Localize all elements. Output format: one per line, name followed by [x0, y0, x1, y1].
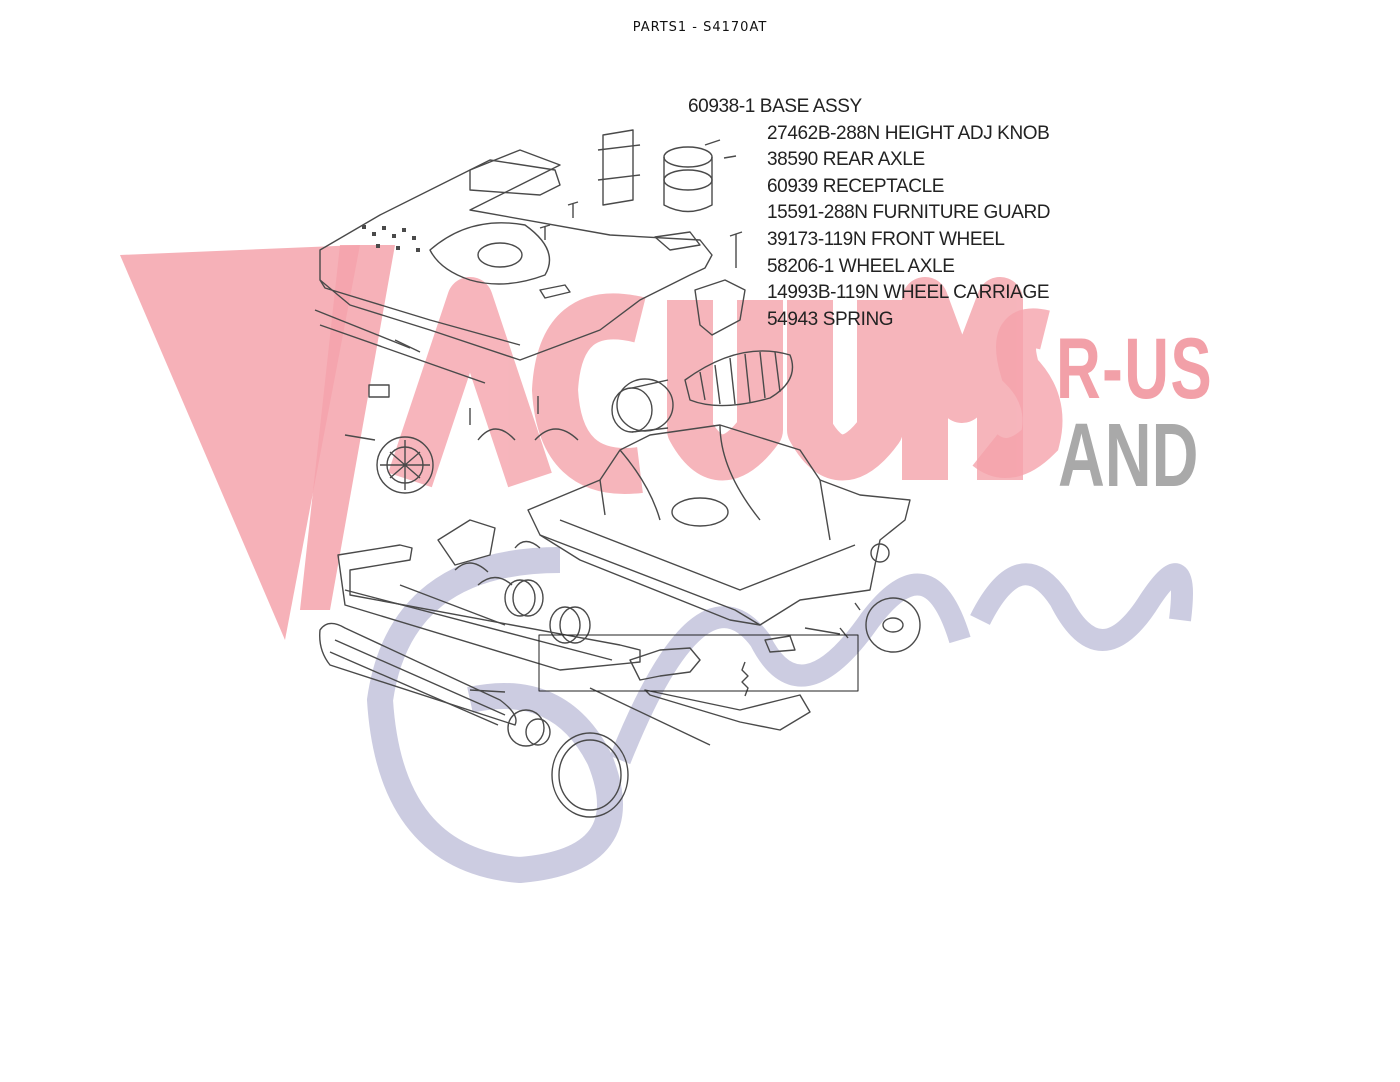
parts-list: 60938-1 BASE ASSY 27462B-288N HEIGHT ADJ…: [688, 95, 1051, 334]
page-title: PARTS1 - S4170AT: [632, 20, 768, 35]
part-item: 38590 REAR AXLE: [767, 149, 925, 171]
part-item: 54943 SPRING: [767, 308, 894, 330]
hose-spring: [684, 350, 794, 407]
screws: [469, 139, 743, 425]
receptacle-parts: [597, 129, 713, 213]
part-item: 60938-1 BASE ASSY: [688, 96, 862, 117]
watermark-and: AND: [1058, 406, 1199, 506]
connector-ring: [611, 378, 674, 433]
part-item: 60939 RECEPTACLE: [767, 175, 945, 197]
part-item: 58206-1 WHEEL AXLE: [767, 255, 955, 277]
furniture-guard: [337, 544, 641, 671]
hood-cover: [319, 149, 713, 361]
brushroll-belt: [319, 622, 629, 818]
watermark-rus: R-US: [1056, 321, 1214, 417]
part-item: 15591-288N FURNITURE GUARD: [767, 202, 1051, 224]
part-item: 27462B-288N HEIGHT ADJ KNOB: [767, 122, 1050, 144]
wheel-carriage: [589, 647, 811, 746]
base-housing: [527, 424, 911, 626]
part-item: 14993B-119N WHEEL CARRIAGE: [767, 282, 1050, 304]
part-item: 39173-119N FRONT WHEEL: [767, 228, 1005, 250]
